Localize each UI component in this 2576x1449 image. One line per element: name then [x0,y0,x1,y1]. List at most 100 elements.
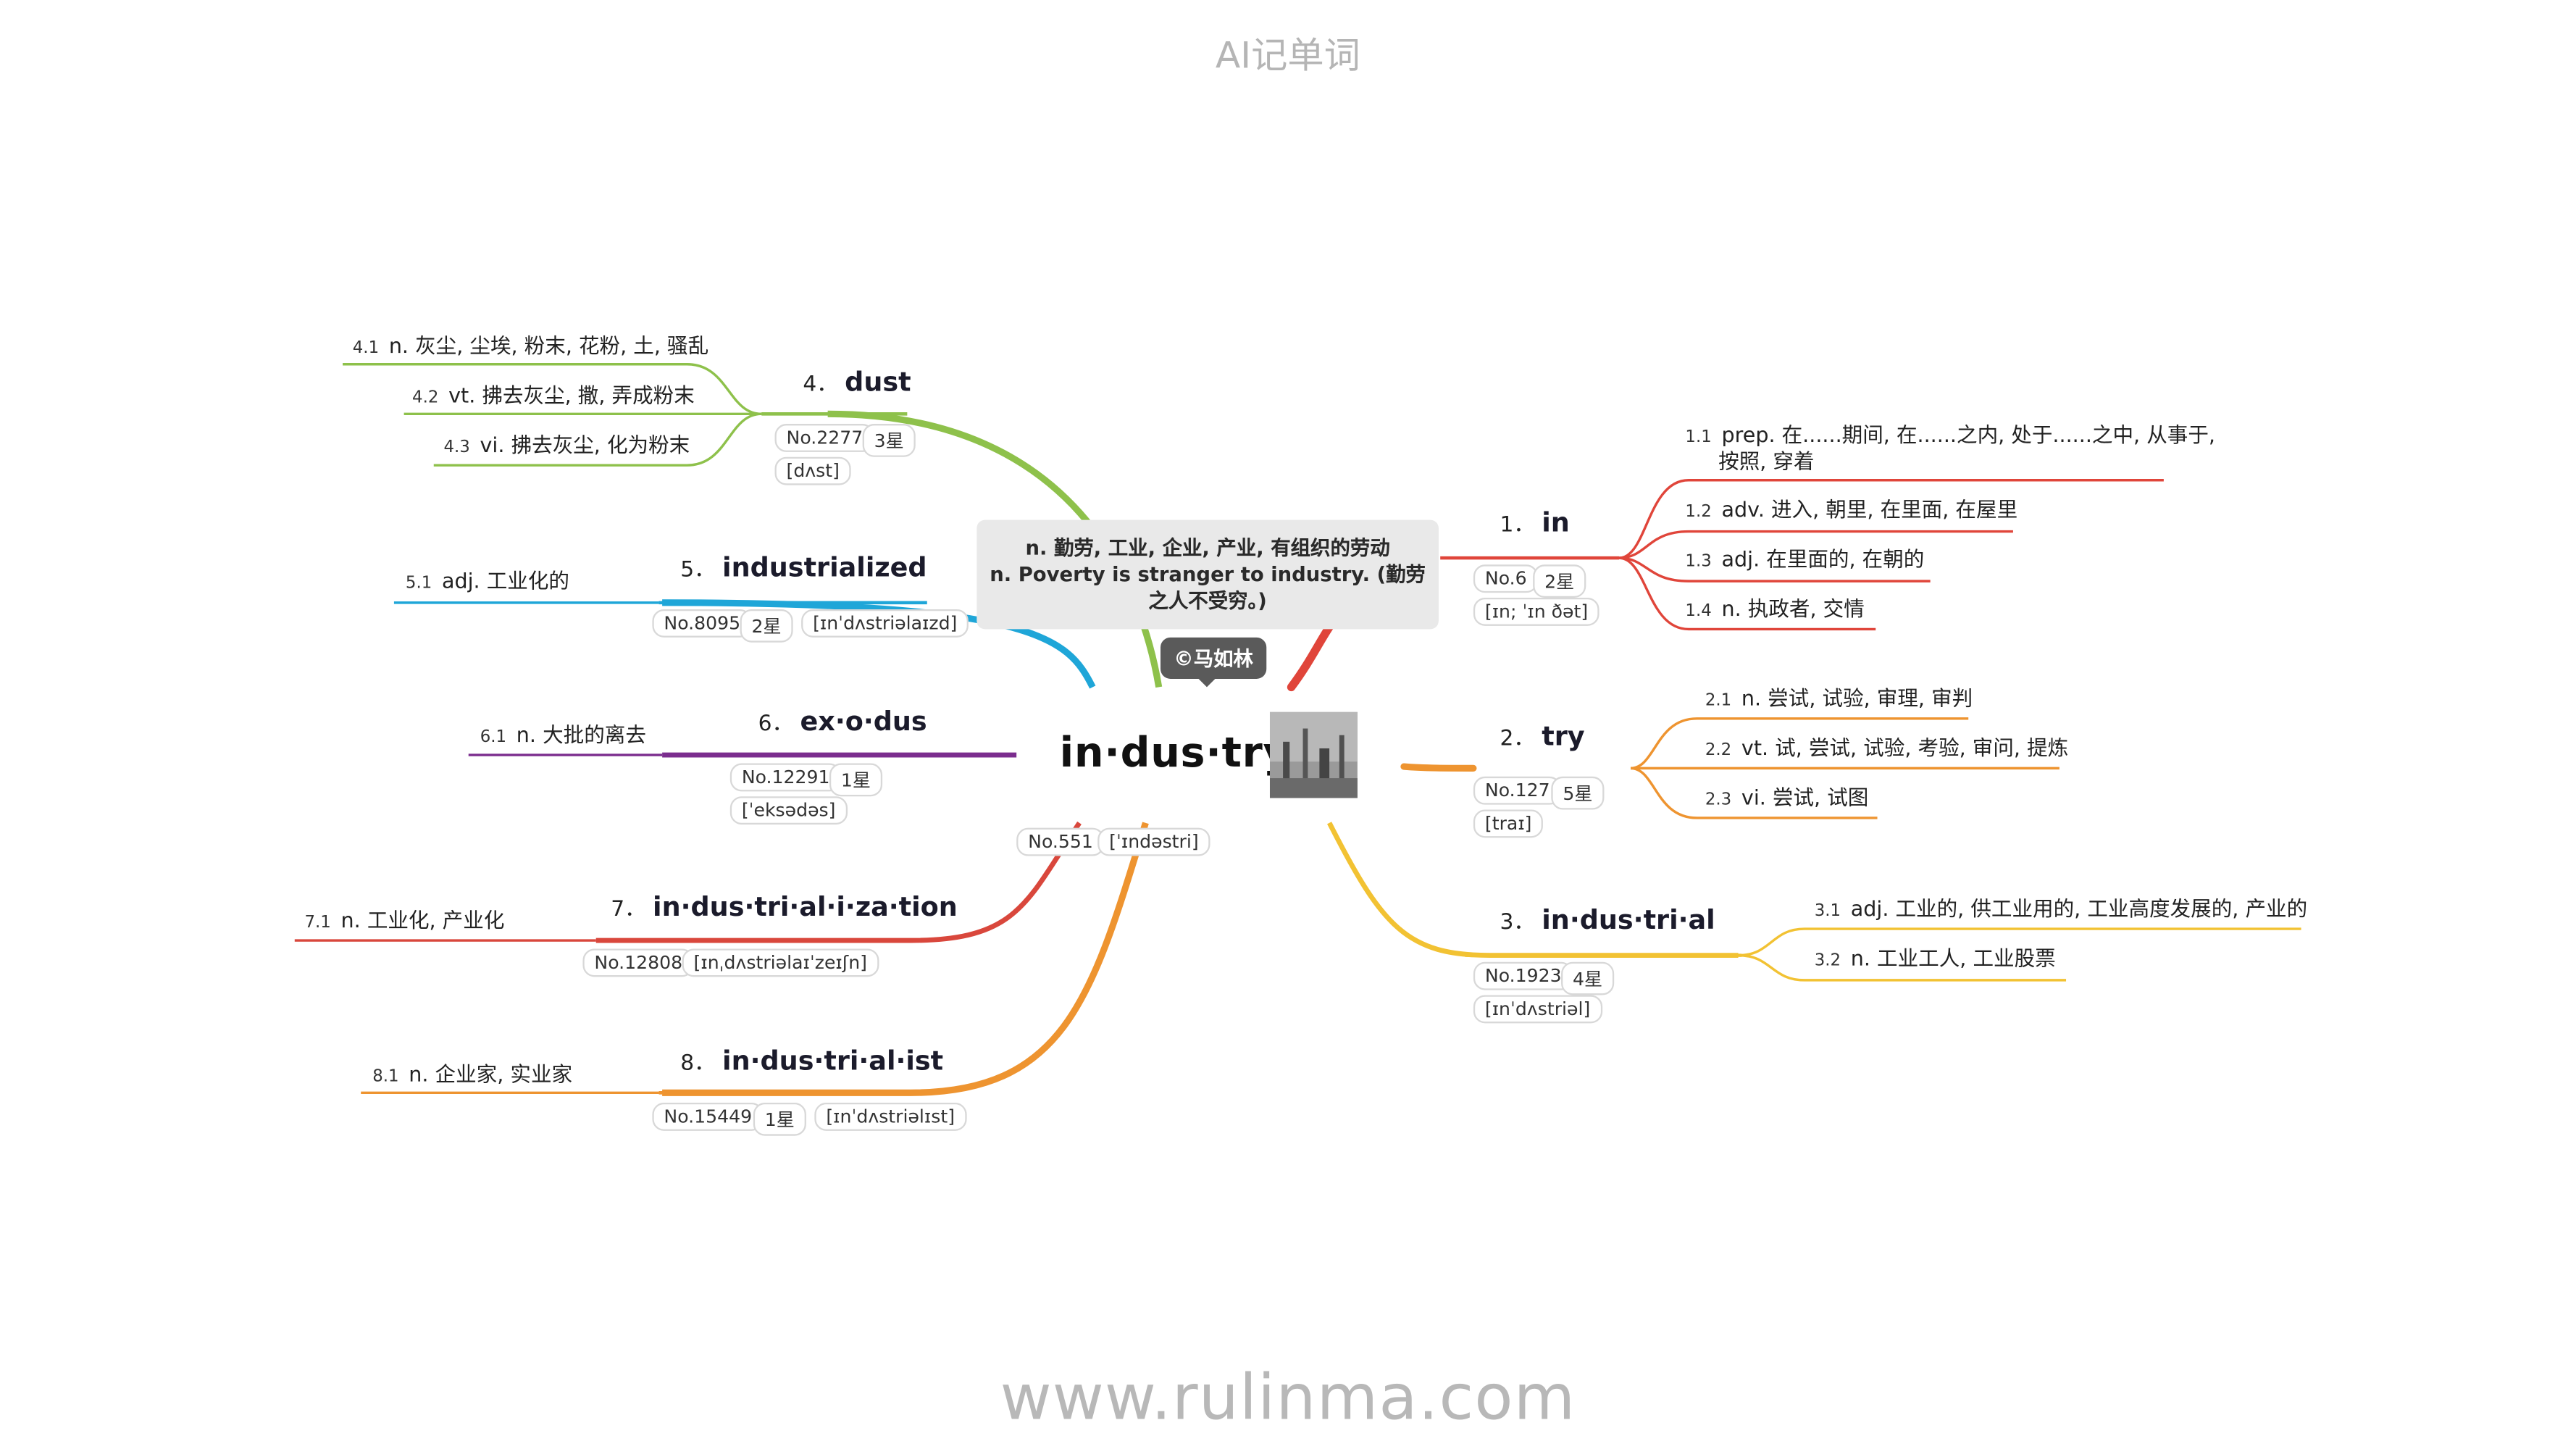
branch-6-ipa-tag: [ˈeksədəs] [729,796,848,825]
note-definition: n. 勤劳, 工业, 企业, 产业, 有组织的劳动 [1025,536,1390,560]
app-title: AI记单词 [1215,36,1360,78]
def-4-1: 4.1 n. 灰尘, 尘埃, 粉末, 花粉, 土, 骚乱 [353,333,708,362]
def-1-1: 1.1 prep. 在......期间, 在......之内, 处于......之… [1685,422,2215,452]
footer-url: www.rulinma.com [1000,1361,1576,1435]
trunk-branch-2 [1400,763,1477,772]
def-4-3-text: vi. 拂去灰尘, 化为粉末 [480,432,690,457]
trunk-branch-4 [827,410,1163,688]
branch-4-label: dust [845,366,911,398]
branch-1-stars-tag: 2星 [1533,564,1586,598]
def-6-1: 6.1 n. 大批的离去 [480,722,646,751]
link-def-2-1 [1630,717,1969,770]
branch-6-stars-tag: 1星 [829,763,883,797]
link-def-1-3 [1619,556,1931,582]
center-word[interactable]: in·dus·try [1059,728,1291,777]
trunk-branch-7 [595,821,1082,943]
def-4-2-text: vt. 拂去灰尘, 撒, 弄成粉末 [448,382,695,408]
link-def-3-1 [1738,927,2301,957]
branch-3-word[interactable]: 3．in·dus·tri·al [1500,904,1715,935]
def-1-2-number: 1.2 [1685,503,1712,522]
branch-7-rank-tag: No.12808 [582,948,695,977]
def-2-1-number: 2.1 [1705,692,1732,711]
link-def-2-3 [1630,767,1878,819]
center-ipa-tag: [ˈɪndəstri] [1097,827,1210,856]
def-1-2-text: adv. 进入, 朝里, 在里面, 在屋里 [1721,496,2018,522]
branch-1-number: 1． [1500,513,1536,538]
def-1-4-text: n. 执政者, 交情 [1721,596,1865,621]
def-5-1-number: 5.1 [405,574,432,593]
def-1-4: 1.4 n. 执政者, 交情 [1685,596,1864,626]
def-8-1-text: n. 企业家, 实业家 [409,1061,573,1087]
industry-photo [1269,711,1358,798]
def-2-1: 2.1 n. 尝试, 试验, 审理, 审判 [1705,685,1973,715]
branch-6-label: ex·o·dus [800,705,927,737]
branch-2-ipa-tag: [traɪ] [1473,809,1544,838]
def-1-4-number: 1.4 [1685,602,1712,621]
def-8-1-number: 8.1 [372,1068,399,1087]
def-5-1-text: adj. 工业化的 [441,567,569,593]
def-4-1-text: n. 灰尘, 尘埃, 粉末, 花粉, 土, 骚乱 [388,333,709,358]
def-1-1-number: 1.1 [1685,428,1712,448]
branch-3-rank-tag: No.1923 [1473,961,1573,990]
branch-8-label: in·dus·tri·al·ist [722,1045,944,1077]
link-def-4-1 [343,363,762,416]
branch-8-rank-tag: No.15449 [652,1103,764,1131]
branch-2-word[interactable]: 2．try [1500,720,1584,751]
branch-4-rank-tag: No.2277 [774,424,875,452]
branch-8-word[interactable]: 8．in·dus·tri·al·ist [680,1045,943,1076]
branch-2-stars-tag: 5星 [1551,776,1605,810]
branch-1-word[interactable]: 1．in [1500,506,1569,538]
def-6-1-number: 6.1 [480,728,507,747]
branch-4-number: 4． [803,372,839,398]
branch-1-rank-tag: No.6 [1473,564,1539,593]
branch-8-ipa-tag: [ɪnˈdʌstriəlɪst] [814,1103,967,1131]
branch-2-number: 2． [1500,727,1536,752]
branch-7-word[interactable]: 7．in·dus·tri·al·i·za·tion [611,890,958,922]
link-def-1-2 [1619,530,2013,559]
link-def-1-1 [1618,479,2164,559]
def-3-1-number: 3.1 [1814,902,1841,921]
def-8-1: 8.1 n. 企业家, 实业家 [372,1061,572,1091]
def-4-3: 4.3 vi. 拂去灰尘, 化为粉末 [443,432,690,462]
branch-6-number: 6． [758,711,794,737]
branch-6-word[interactable]: 6．ex·o·dus [758,706,927,737]
def-1-2: 1.2 adv. 进入, 朝里, 在里面, 在屋里 [1685,497,2017,527]
def-2-3-number: 2.3 [1705,791,1732,810]
badge-pointer [1197,677,1217,688]
branch-3-stars-tag: 4星 [1561,961,1615,995]
branch-5-ipa-tag: [ɪnˈdʌstriəlaɪzd] [801,609,969,638]
branch-5-word[interactable]: 5．industrialized [680,551,927,582]
def-1-1-text: prep. 在......期间, 在......之内, 处于......之中, … [1721,422,2216,448]
branch-5-label: industrialized [722,551,927,583]
def-2-1-text: n. 尝试, 试验, 审理, 审判 [1741,685,1973,711]
center-rank-tag: No.551 [1016,827,1105,856]
def-4-3-number: 4.3 [443,438,470,457]
def-4-1-number: 4.1 [352,339,380,358]
def-7-1-text: n. 工业化, 产业化 [340,907,505,932]
center-note: n. 勤劳, 工业, 企业, 产业, 有组织的劳动 n. Poverty is … [977,519,1439,630]
branch-8-stars-tag: 1星 [753,1103,806,1136]
def-1-1-continued: 按照, 穿着 [1718,448,1815,474]
branch-1-ipa-tag: [ɪn; ˈɪn ðət] [1473,597,1600,626]
def-3-2-text: n. 工业工人, 工业股票 [1850,945,2056,971]
def-7-1: 7.1 n. 工业化, 产业化 [304,907,504,937]
def-2-2-text: vt. 试, 尝试, 试验, 考验, 审问, 提炼 [1741,735,2069,760]
branch-2-rank-tag: No.127 [1473,776,1562,805]
def-5-1: 5.1 adj. 工业化的 [406,568,569,598]
branch-4-word[interactable]: 4．dust [803,366,911,397]
branch-7-label: in·dus·tri·al·i·za·tion [653,890,958,922]
link-def-4-3 [433,412,762,467]
def-6-1-text: n. 大批的离去 [516,722,646,747]
branch-4-stars-tag: 3星 [862,424,916,457]
branch-6-rank-tag: No.12291 [729,763,842,792]
branch-3-number: 3． [1500,910,1536,936]
branch-2-label: try [1542,720,1585,752]
branch-5-number: 5． [680,558,716,583]
def-7-1-number: 7.1 [304,914,331,932]
